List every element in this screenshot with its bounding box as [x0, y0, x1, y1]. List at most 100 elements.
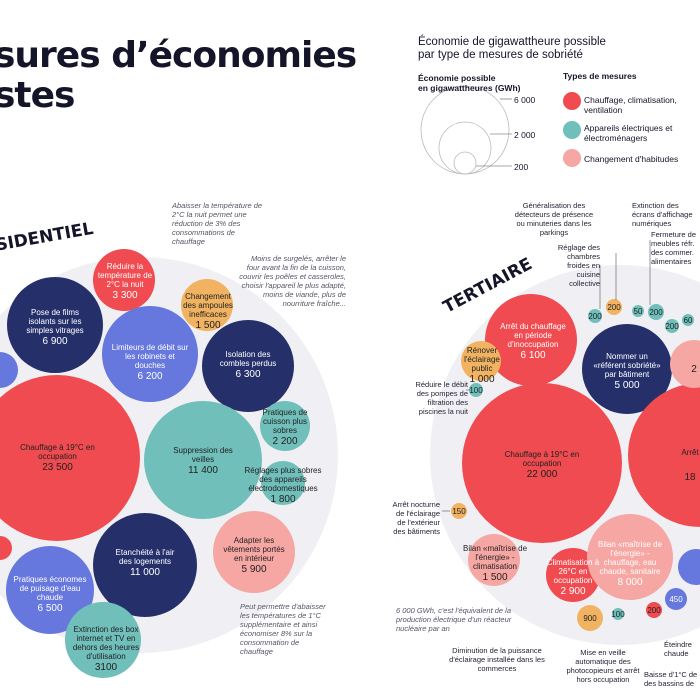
bubble-label-films: Pose de films isolants sur les simples v… [26, 308, 84, 347]
bubble-label-appliance-settings: Réglages plus sobres des appareils élect… [244, 466, 322, 505]
bubble-box-tv [65, 602, 141, 678]
bubble-t-small-8 [577, 605, 603, 631]
bubble-t-bilan-clim [468, 534, 520, 586]
bubble-t-small-value-1: 200 [607, 303, 621, 312]
bubble-appliance-settings [261, 461, 305, 505]
ann-hot-water: Éteindre chaude [664, 640, 692, 658]
bubble-airtight [93, 513, 197, 617]
page-title: sures d’économies stes [0, 35, 357, 116]
bubble-label-box-tv: Extinction des box internet et TV en deh… [72, 625, 140, 673]
bubble-t-clim-26 [546, 548, 600, 602]
ann-pools: Baisse d'1°C de des bassins de [644, 670, 698, 688]
legend-size-circle-200 [453, 151, 477, 175]
legend-size-6000: 6 000 [514, 95, 536, 105]
bubble-t-small-value-450: 450 [669, 595, 683, 604]
page-title-line-1: sures d’économies [0, 35, 357, 76]
bubble-bulbs [181, 279, 233, 331]
bubble-clothes [213, 511, 295, 593]
bubble-t-small-value-5: 60 [684, 316, 693, 325]
bubble-t-small-value-7: 150 [452, 507, 466, 516]
bubble-t-referent [582, 324, 672, 414]
legend-types-header: Types de mesures [563, 71, 637, 81]
bubble-attic [202, 320, 294, 412]
bubble-label-t-bilan-clim: Bilan «maîtrise de l'énergie» - climatis… [462, 544, 528, 583]
legend-dot-habits [563, 149, 581, 167]
ann-parking-detectors: Généralisation des détecteurs de présenc… [514, 201, 594, 237]
ann-pool-pumps: Réduire le débit des pompes de filtratio… [415, 380, 468, 416]
bubble-t-public-lighting [461, 341, 501, 381]
bubble-t-small-9 [612, 608, 624, 620]
bubble-t-lighting-partial [670, 340, 700, 388]
bubble-t-heating-off [485, 294, 577, 386]
ann-screens: Extinction des écrans d'affichage numéri… [632, 201, 693, 228]
bubble-hot-water [6, 546, 94, 634]
bubble-label-t-referent: Nommer un «référent sobriété» par bâtime… [593, 352, 661, 391]
ann-outdoor-lighting: Arrêt nocturne de l'éclairage de l'extér… [392, 500, 440, 536]
note-clothes: Peut permettre d'abaisser les températur… [240, 602, 326, 656]
bubble-t-small-value-10: 200 [647, 606, 661, 615]
bubble-t-small-10 [646, 602, 662, 618]
bubble-t-small-6 [469, 383, 483, 397]
legend-size-200: 200 [514, 162, 529, 172]
bubble-partial-left-red [0, 536, 12, 560]
bubble-t-small-2 [632, 305, 644, 317]
legend-title: Économie de gigawattheure possible par t… [418, 36, 606, 61]
ann-photocopiers: Mise en veille automatique des photocopi… [566, 648, 640, 684]
bubble-t-small-value-6: 100 [469, 386, 483, 395]
legend-size-circle-6000 [420, 85, 510, 175]
bubble-label-flow-limiters: Limiteurs de débit sur les robinets et d… [111, 343, 189, 382]
note-night-temp: Abaisser la température de 2°C la nuit p… [172, 201, 263, 246]
ann-shop-lighting: Diminution de la puissance d'éclairage i… [449, 646, 545, 673]
bubble-t-small-3 [648, 304, 664, 320]
legend-type-habits: Changement d'habitudes [584, 154, 679, 164]
bubble-t-ventilation-partial [628, 383, 700, 527]
bubble-t-lighting-value: 2 [691, 364, 697, 375]
note-cooking: Moins de surgelés, arrêter le four avant… [239, 254, 346, 308]
bubble-t-vent-value: 18 [684, 472, 696, 483]
bubble-standby [144, 401, 262, 519]
bubble-t-heating-19 [462, 383, 622, 543]
ann-fridges: Fermeture de meubles réfr. des commer. a… [651, 230, 697, 266]
bubble-t-small-450 [665, 588, 687, 610]
bubble-partial-left [0, 352, 18, 388]
bubble-t-small-value-2: 50 [634, 307, 643, 316]
bubble-label-t-heating-off: Arrêt du chauffage en période d'inoccupa… [500, 322, 566, 361]
bubble-t-bilan-heat [587, 514, 673, 600]
ann-cold-rooms: Réglage des chambres froides en cuisine … [557, 243, 600, 288]
bubble-t-small-0 [588, 309, 602, 323]
note-nuclear: 6 000 GWh, c'est l'équivalent de la prod… [396, 606, 512, 633]
bubble-t-vent-label-1: Arrêt [681, 448, 699, 457]
bubble-t-small-value-8: 900 [583, 614, 597, 623]
bubble-t-small-4 [665, 319, 679, 333]
legend-dot-heating [563, 92, 581, 110]
bubble-label-hot-water: Pratiques économes de puisage d'eau chau… [13, 575, 87, 614]
bubble-flow-limiters [102, 306, 198, 402]
legend-type-heating: Chauffage, climatisation,ventilation [584, 95, 677, 115]
bubble-label-t-bilan-heat: Bilan «maîtrise de l'énergie» - chauffag… [597, 540, 663, 588]
bubble-t-small-value-4: 200 [665, 322, 679, 331]
bubble-films [7, 277, 103, 373]
bubble-t-small-7 [451, 503, 467, 519]
bubble-cooking [260, 401, 310, 451]
bubble-t-small-value-9: 100 [611, 610, 625, 619]
bubble-t-blue-partial [678, 549, 700, 585]
legend-size-2000: 2 000 [514, 130, 536, 140]
page-title-line-2: stes [0, 75, 75, 116]
bubble-t-small-1 [606, 299, 622, 315]
bubble-label-clothes: Adapter les vêtements portés en intérieu… [223, 536, 285, 575]
bubble-heating-19 [0, 375, 140, 541]
bubble-t-small-5 [682, 314, 694, 326]
